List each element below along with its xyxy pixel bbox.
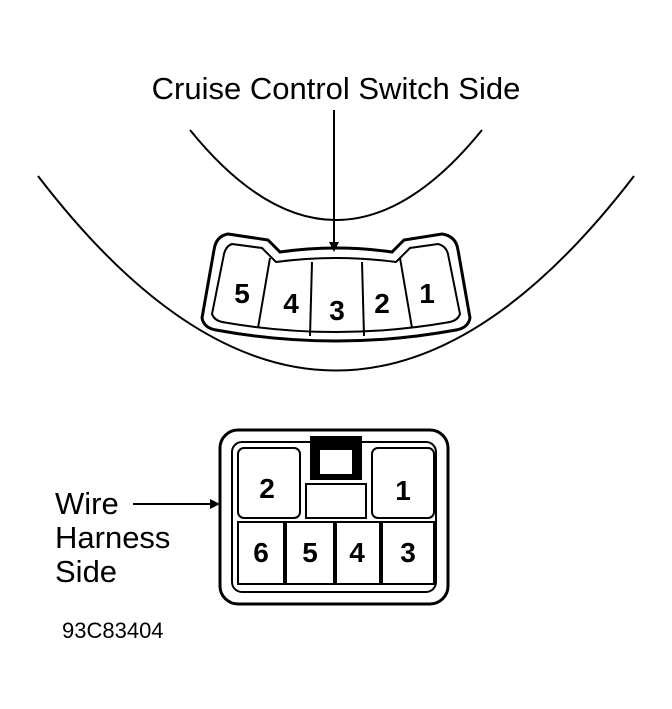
harness-pin-label: 5 [302, 537, 318, 568]
harness-pin-label: 6 [253, 537, 269, 568]
harness-pin-label: 2 [259, 473, 275, 504]
steering-outer-arc [37, 175, 635, 372]
switch-pin-label: 1 [419, 278, 435, 309]
switch-pin-label: 5 [234, 278, 250, 309]
harness-pin-label: 3 [400, 537, 416, 568]
harness-pin-label: 1 [395, 475, 411, 506]
harness-label-line: Harness [55, 520, 170, 555]
steering-inner-arc [189, 129, 483, 221]
harness-pin-label: 4 [349, 537, 365, 568]
switch-pin-label: 3 [329, 295, 345, 326]
switch-connector: 5 4 3 2 1 [200, 232, 472, 343]
switch-pin-label: 2 [374, 288, 390, 319]
harness-label-line: Side [55, 554, 117, 589]
switch-side-label: Cruise Control Switch Side [152, 71, 521, 106]
figure-code: 93C83404 [62, 618, 164, 643]
harness-connector: 2 1 6 5 4 3 [218, 428, 450, 606]
switch-pin-label: 4 [283, 288, 299, 319]
harness-label-line: Wire [55, 486, 119, 521]
